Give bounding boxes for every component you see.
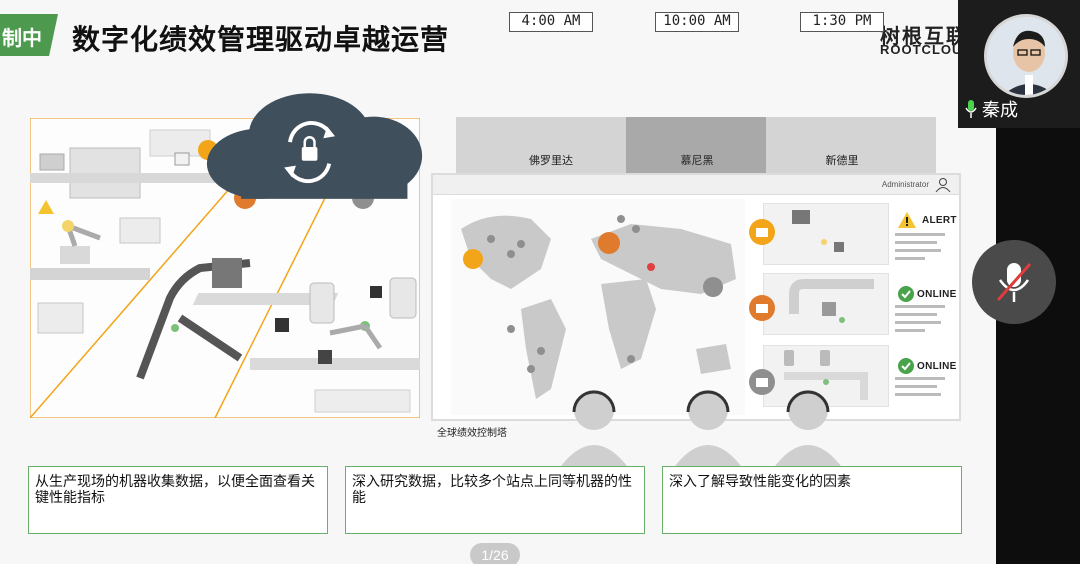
factory-icon xyxy=(749,219,775,245)
clock-city: 新德里 xyxy=(825,155,859,167)
machine-thumbnail xyxy=(792,210,844,252)
alert-icon xyxy=(898,212,916,228)
company-logo-cn: 树根互联 xyxy=(880,26,968,48)
presenter-tile[interactable]: 秦成 xyxy=(958,0,1080,128)
presenter-avatar xyxy=(984,14,1068,98)
slide-title: 数字化绩效管理驱动卓越运营 xyxy=(72,24,450,55)
clock-city: 慕尼黑 xyxy=(680,155,714,167)
mute-button[interactable] xyxy=(972,240,1056,324)
status-label: ONLINE xyxy=(917,289,957,300)
machine-thumbnail xyxy=(784,350,868,400)
feature-box: 深入研究数据，比较多个站点上同等机器的性能 xyxy=(345,466,645,534)
clock-display: 4:00 AM xyxy=(509,12,593,32)
placeholder-lines xyxy=(895,377,945,396)
check-icon xyxy=(898,286,914,302)
company-logo-en: ROOTCLOUD xyxy=(880,42,973,57)
mic-active-icon xyxy=(965,100,977,118)
factory-icon xyxy=(749,369,775,395)
machine-panel xyxy=(763,203,889,265)
mic-muted-icon xyxy=(996,263,1032,302)
admin-label: Administrator xyxy=(881,180,929,189)
clock-display: 1:30 PM xyxy=(800,12,884,32)
factory-icon xyxy=(749,295,775,321)
control-tower-dashboard: Administrator xyxy=(431,173,961,421)
cloud-security-icon xyxy=(206,93,423,199)
machine-thumbnail xyxy=(789,279,874,323)
machine-panel xyxy=(763,273,889,335)
presenter-photo xyxy=(987,17,1065,95)
check-icon xyxy=(898,358,914,374)
operators-illustration xyxy=(558,390,844,470)
feature-box: 从生产现场的机器收集数据，以便全面查看关键性能指标 xyxy=(28,466,328,534)
presenter-name: 秦成 xyxy=(982,100,1018,120)
video-side-panel xyxy=(996,128,1080,564)
status-label: ONLINE xyxy=(917,361,957,372)
placeholder-lines xyxy=(895,233,945,260)
clock-city: 佛罗里达 xyxy=(529,155,573,167)
presenter-name-row: 秦成 xyxy=(964,96,1018,122)
page-indicator[interactable]: 1/26 xyxy=(470,543,520,564)
factory-illustration xyxy=(29,93,423,419)
dashboard-topbar: Administrator xyxy=(433,175,959,195)
world-clock-highlight xyxy=(626,117,766,175)
user-icon xyxy=(935,178,951,193)
feature-box: 深入了解导致性能变化的因素 xyxy=(662,466,962,534)
world-map-drawing xyxy=(461,215,736,399)
dashboard-caption: 全球绩效控制塔 xyxy=(437,428,507,439)
section-chip-text: 制中 xyxy=(2,28,42,50)
clock-display: 10:00 AM xyxy=(655,12,739,32)
world-map xyxy=(451,199,745,415)
status-label: ALERT xyxy=(922,215,957,226)
placeholder-lines xyxy=(895,305,945,332)
